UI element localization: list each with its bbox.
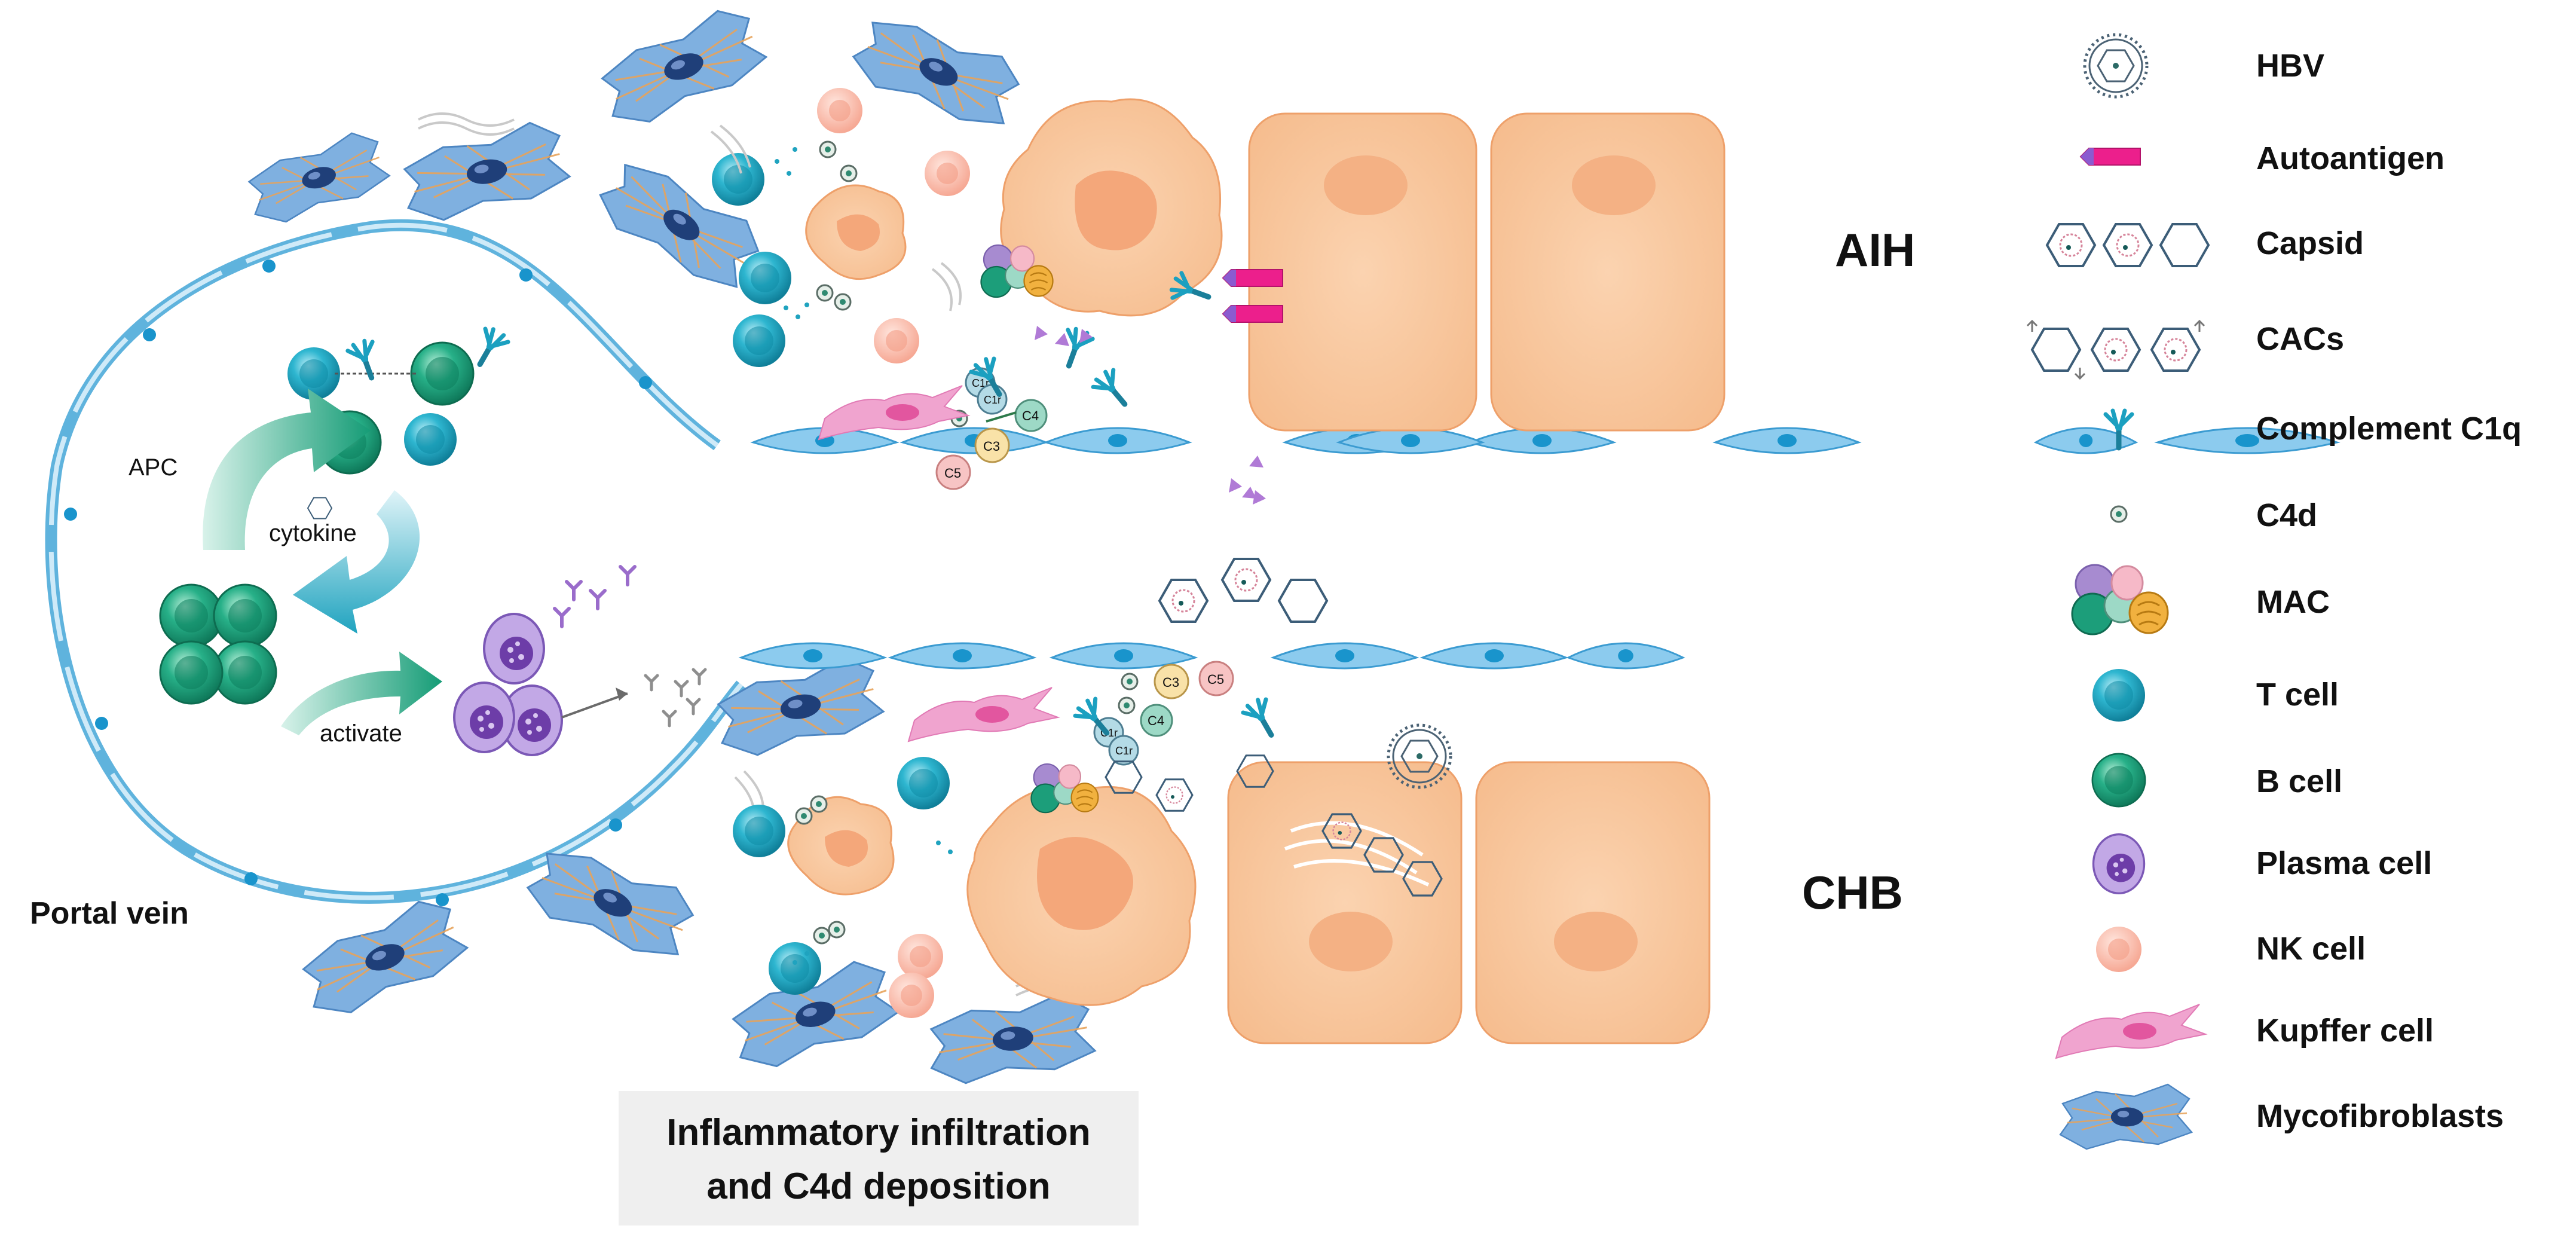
nk-cell-icon xyxy=(2096,927,2141,972)
cacs-icon xyxy=(2026,319,2205,380)
legend-label-capsid: Capsid xyxy=(2256,225,2364,261)
aih-hepatocyte xyxy=(1490,112,1726,432)
aih-antibody-fragments xyxy=(1035,326,1266,505)
chb-c5-label: C5 xyxy=(1207,672,1224,687)
legend-label-mac: MAC xyxy=(2256,584,2330,620)
caption-box: Inflammatory infiltration and C4d deposi… xyxy=(619,1091,1139,1226)
caption-line-1: Inflammatory infiltration xyxy=(666,1112,1091,1153)
aih-c5-label: C5 xyxy=(944,466,961,481)
portal-vein xyxy=(45,219,746,906)
aih-c3-label: C3 xyxy=(983,439,1000,454)
chb-kupffer-cell xyxy=(908,687,1058,742)
chb-hepatocyte xyxy=(1227,761,1463,1044)
legend-label-myofibroblasts: Mycofibroblasts xyxy=(2256,1098,2504,1134)
cytokine-arrow xyxy=(293,490,420,634)
chb-capsids xyxy=(1158,558,1328,623)
chb-nk-cells xyxy=(889,934,943,1018)
legend-label-kupffer-cell: Kupffer cell xyxy=(2256,1013,2434,1049)
apc-label: APC xyxy=(129,454,178,481)
legend-label-b-cell: B cell xyxy=(2256,763,2342,799)
legend-label-nk-cell: NK cell xyxy=(2256,931,2366,967)
apc-arrow xyxy=(203,389,371,550)
legend-label-complement-c1q: Complement C1q xyxy=(2256,411,2522,447)
legend-label-cacs: CACs xyxy=(2256,321,2344,357)
plasma-cell-icon xyxy=(2092,833,2146,895)
cytokine-label: cytokine xyxy=(269,520,357,546)
apc-t-cell-cluster xyxy=(287,326,510,519)
plasma-cell-group xyxy=(453,567,707,756)
aih-macrophage-small xyxy=(805,184,907,280)
portal-vein-label: Portal vein xyxy=(30,896,189,931)
caption-line-2: and C4d deposition xyxy=(706,1166,1050,1207)
t-cell-icon xyxy=(2092,669,2145,722)
autoantigen-icon xyxy=(2080,148,2141,166)
chb-c1r-label-2: C1r xyxy=(1115,745,1133,757)
hbv-icon xyxy=(2085,35,2147,97)
aih-hepatocyte xyxy=(1248,112,1477,432)
capsid-icon xyxy=(2046,223,2210,267)
aih-c4-label: C4 xyxy=(1022,408,1039,423)
kupffer-cell-icon xyxy=(2055,1004,2206,1059)
portal-vein-endothelial-cell xyxy=(64,259,652,906)
activate-label: activate xyxy=(320,720,402,747)
legend: HBV Autoantigen Capsid CACs Complement C… xyxy=(2026,35,2522,1150)
chb-macrophage xyxy=(966,786,1197,1006)
activate-arrow xyxy=(281,652,442,735)
mac-icon xyxy=(2071,564,2169,635)
chb-c3-label: C3 xyxy=(1162,675,1179,690)
legend-label-c4d: C4d xyxy=(2256,497,2317,533)
aih-complement-cascade: C1r C1r C4 C3 C5 xyxy=(935,272,1213,490)
chb-complement-cascade: C1r C1r C4 C3 C5 xyxy=(1073,661,1283,812)
b-cell-icon xyxy=(2091,753,2146,808)
aih-c1r-label-2: C1r xyxy=(984,394,1001,406)
chb-hepatocyte xyxy=(1475,761,1711,1044)
chb-label: CHB xyxy=(1802,866,1903,919)
legend-label-hbv: HBV xyxy=(2256,48,2324,84)
chb-macrophage-small xyxy=(787,796,895,896)
myofibroblast-icon xyxy=(2059,1083,2193,1150)
legend-label-plasma-cell: Plasma cell xyxy=(2256,845,2432,881)
legend-label-t-cell: T cell xyxy=(2256,677,2339,713)
legend-label-autoantigen: Autoantigen xyxy=(2256,140,2445,176)
c4d-icon xyxy=(2110,505,2128,523)
myofibroblast xyxy=(240,0,1098,1087)
b-cell-group xyxy=(159,583,277,705)
aih-label: AIH xyxy=(1835,224,1915,276)
chb-c4-label: C4 xyxy=(1148,713,1164,728)
